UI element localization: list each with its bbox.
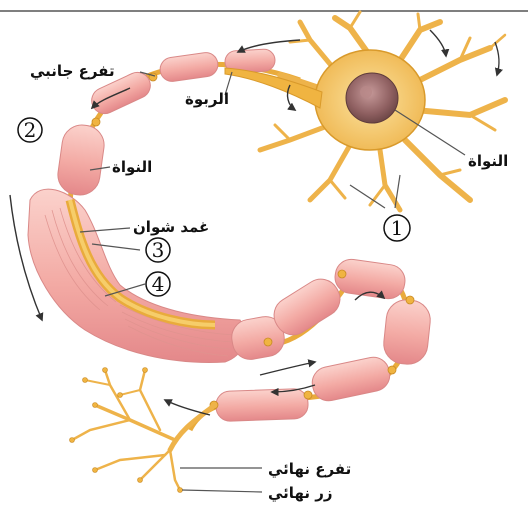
svg-text:2: 2 xyxy=(24,118,37,142)
label-schwann-nucleus: النواة xyxy=(112,158,152,176)
label-collateral-branch: تفرع جانبي xyxy=(30,62,115,80)
cell-body xyxy=(225,12,505,210)
callout-1: 1 xyxy=(384,215,410,241)
callout-2: 2 xyxy=(18,118,42,142)
label-axon-hillock: الربوة xyxy=(185,90,229,108)
label-terminal-button: زر نهائي xyxy=(268,484,332,502)
label-schwann-sheath: غمد شوان xyxy=(133,218,209,236)
callout-4: 4 xyxy=(146,272,170,296)
svg-text:1: 1 xyxy=(391,216,404,240)
label-terminal-branch: تفرع نهائي xyxy=(268,460,351,478)
terminal-buttons xyxy=(70,368,183,493)
callout-3: 3 xyxy=(146,238,170,262)
svg-text:3: 3 xyxy=(152,238,165,262)
soma-nucleus xyxy=(346,73,398,123)
svg-text:4: 4 xyxy=(152,272,165,296)
label-soma-nucleus: النواة xyxy=(468,152,508,170)
